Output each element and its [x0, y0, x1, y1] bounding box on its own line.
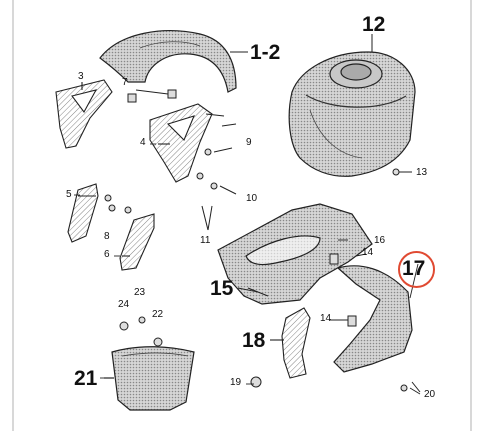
- callout-20: 20: [424, 389, 436, 400]
- highlight-circle-17: [398, 251, 435, 288]
- callout-17: 17: [402, 257, 426, 280]
- bracket-6-part: [119, 213, 155, 271]
- callout-15: 15: [210, 277, 234, 300]
- callout-22: 22: [152, 309, 164, 320]
- bracket-4-part: [149, 103, 213, 183]
- callout-9: 9: [246, 137, 252, 148]
- nut-7-b: [167, 89, 177, 99]
- callout-21: 21: [74, 367, 98, 390]
- hardware-group: [104, 89, 421, 393]
- bolt-23: [138, 316, 146, 324]
- washer-9: [204, 148, 212, 156]
- callout-7: 7: [122, 77, 128, 88]
- bolt-8-b: [108, 204, 116, 212]
- callout-5: 5: [66, 189, 72, 200]
- callout-8: 8: [104, 231, 110, 242]
- undertray-part: [217, 203, 373, 305]
- clip-14-part: [329, 253, 357, 327]
- rear-cowl-part: [104, 346, 195, 411]
- bolt-8-a: [104, 194, 112, 202]
- callout-3: 3: [78, 71, 84, 82]
- callout-19: 19: [230, 377, 242, 388]
- callout-12: 12: [362, 13, 386, 36]
- callout-16: 16: [374, 235, 386, 246]
- nut-19: [250, 376, 262, 388]
- callout-18: 18: [242, 329, 266, 352]
- callout-24: 24: [118, 299, 130, 310]
- callout-4: 4: [140, 137, 146, 148]
- callout-11: 11: [200, 235, 211, 246]
- bolt-20: [400, 384, 408, 392]
- bracket-3-part: [55, 79, 113, 149]
- right-frame-line: [470, 0, 472, 431]
- callout-14-mid: 14: [320, 313, 332, 324]
- bracket-18-part: [270, 307, 311, 379]
- bolt-8-c: [124, 206, 132, 214]
- side-panel-part: [333, 265, 413, 373]
- nut-22: [153, 337, 163, 347]
- bracket-5-part: [67, 183, 99, 243]
- callout-14-top: 14: [362, 247, 374, 258]
- callout-6: 6: [104, 249, 110, 260]
- left-frame-line: [12, 0, 14, 431]
- callout-10: 10: [246, 193, 258, 204]
- callout-1-2: 1-2: [250, 41, 281, 64]
- callout-13: 13: [416, 167, 428, 178]
- nut-7-a: [127, 93, 137, 103]
- nut-24: [119, 321, 129, 331]
- airbox-cover-part: [288, 34, 416, 177]
- callout-23: 23: [134, 287, 146, 298]
